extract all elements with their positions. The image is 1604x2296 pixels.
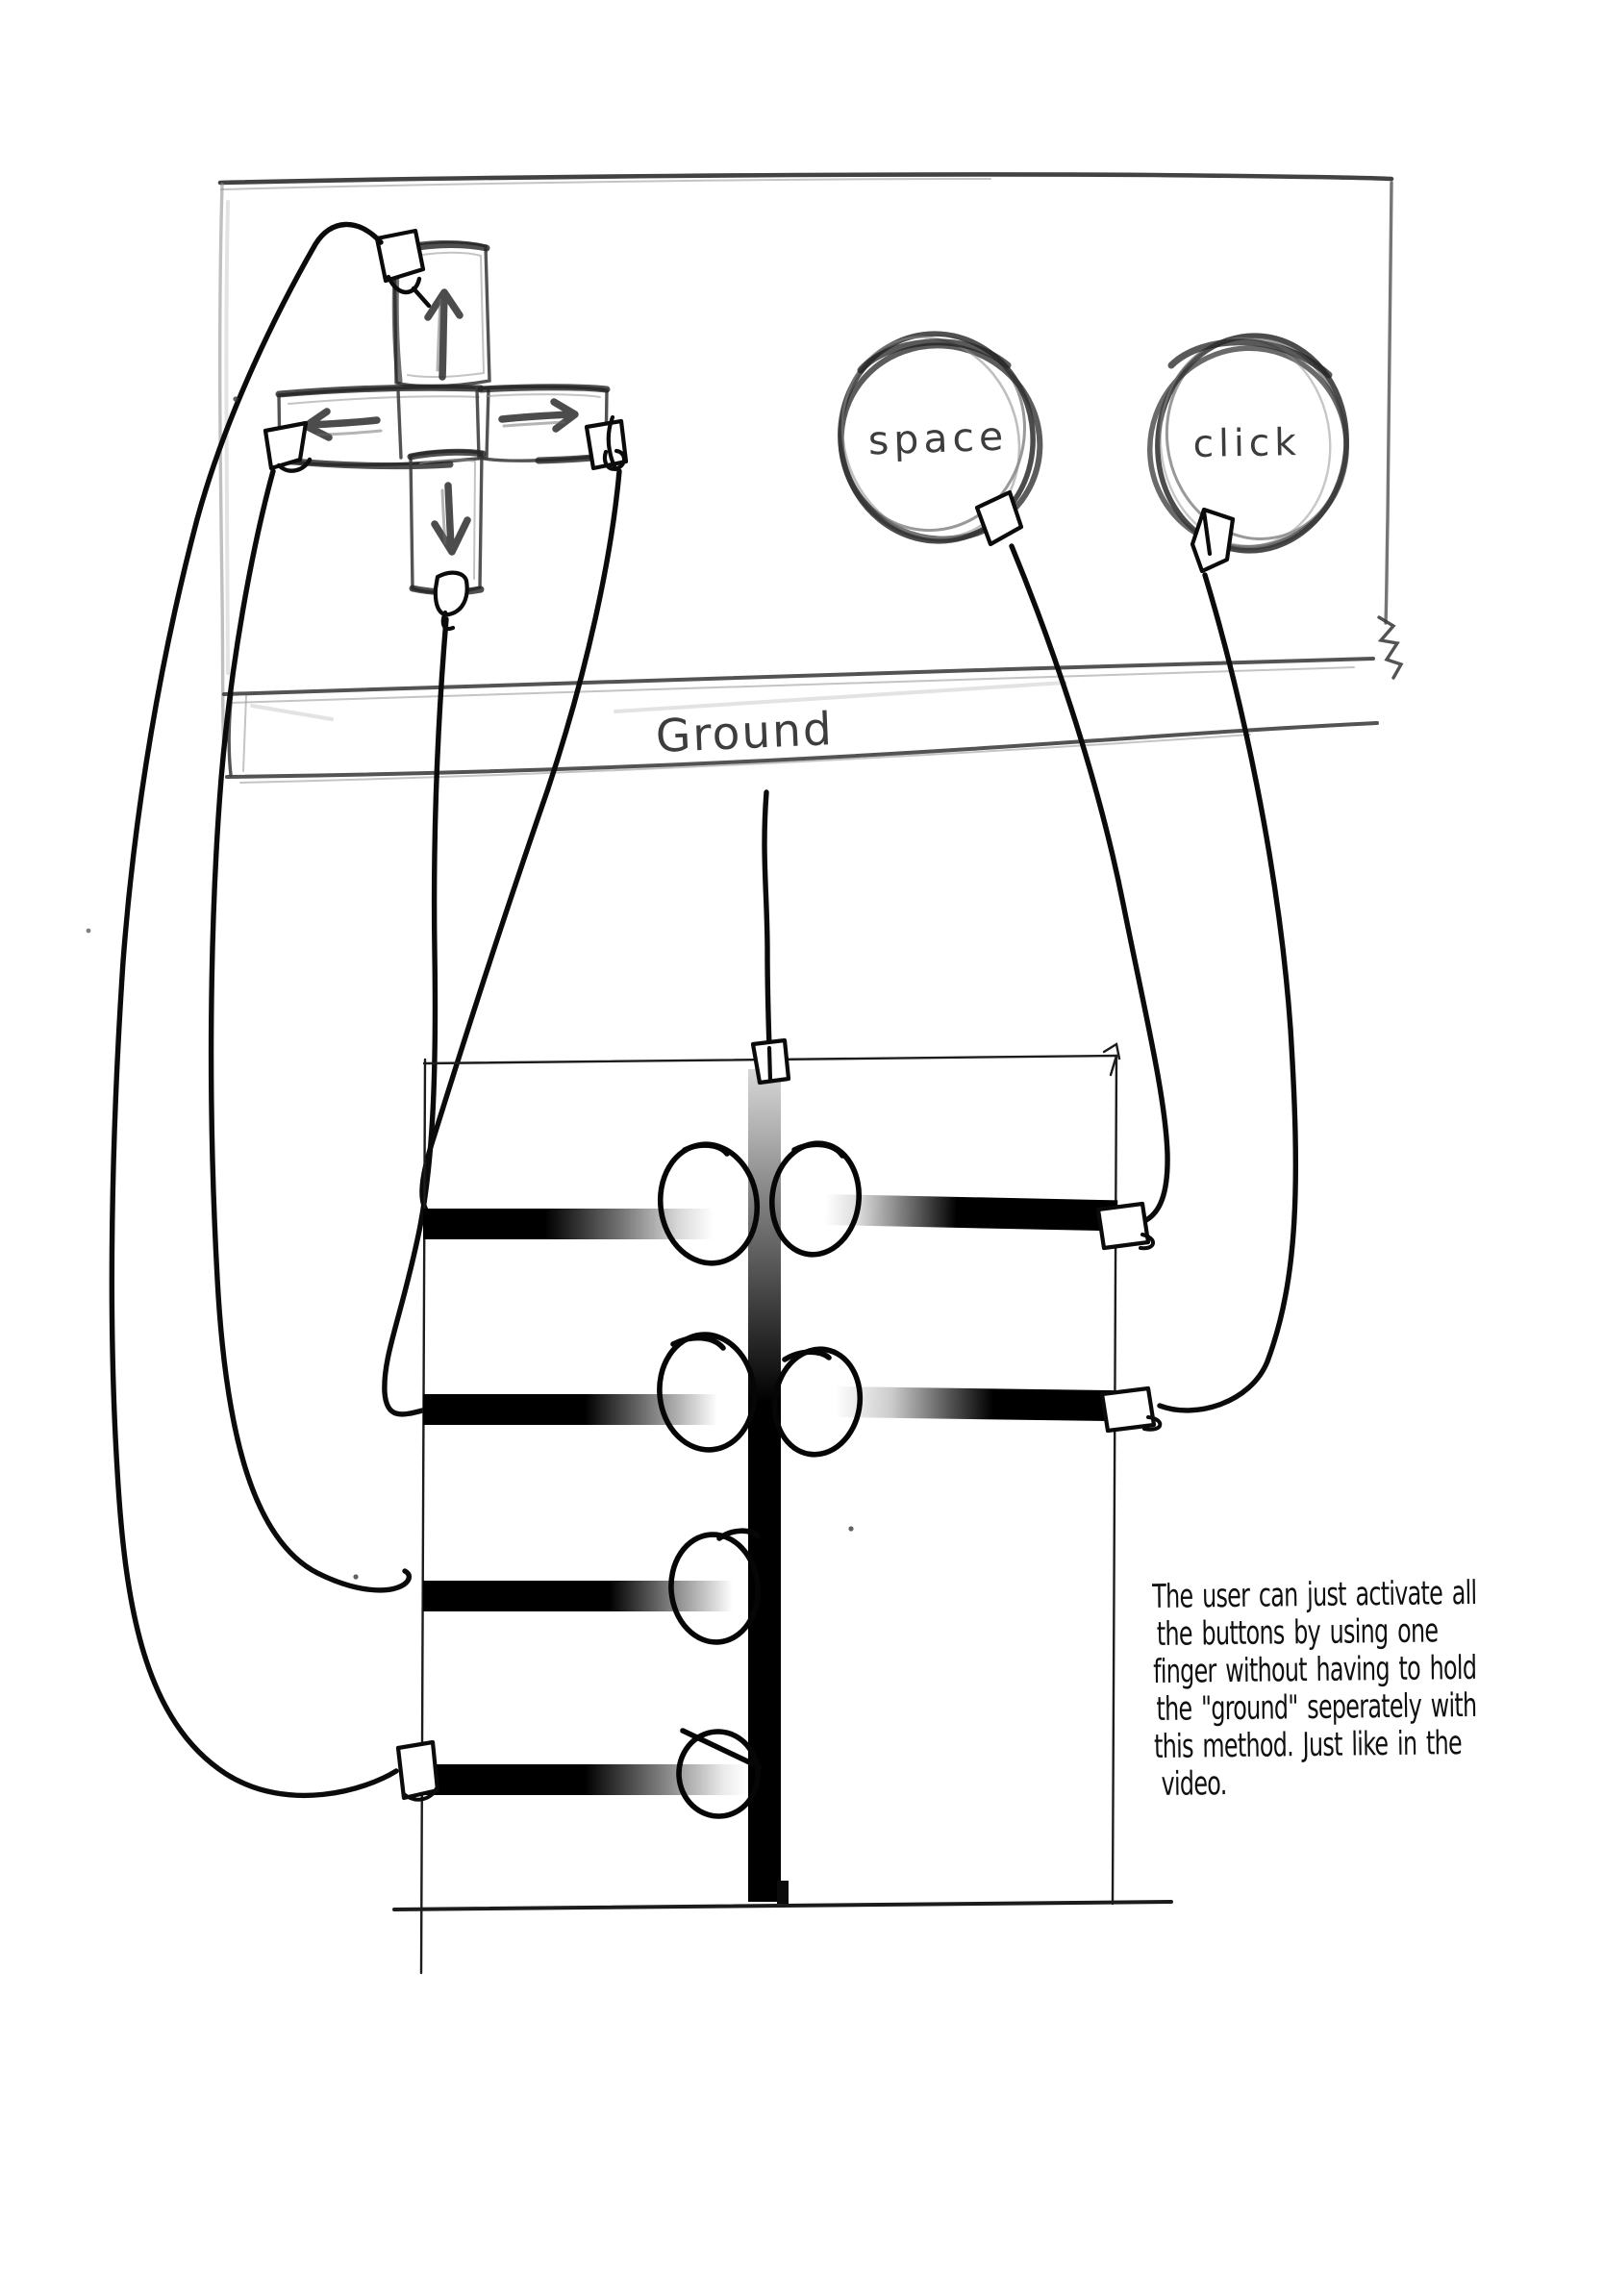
- annotation-note: The user can just activate all the butto…: [1152, 1574, 1586, 1804]
- key-outline-echo: [486, 393, 601, 398]
- contact-bar-row2-right: [834, 1386, 1118, 1422]
- ground-line-bottom-echo: [239, 734, 1251, 784]
- arrow-up-icon-echo: [436, 298, 442, 372]
- panel-border-left: [217, 183, 226, 761]
- contact-bar-row1-right: [824, 1194, 1118, 1232]
- click-circle-heavy-arc: [1167, 338, 1333, 379]
- panel-border-top: [217, 172, 1394, 186]
- arrow-right-icon: [498, 398, 579, 433]
- finger-oval-row3-tail: [716, 1528, 761, 1541]
- note-line: The user can just activate all: [1151, 1573, 1477, 1616]
- finger-oval-row2-left-tail: [670, 1335, 726, 1351]
- key-shade-top: [275, 384, 485, 398]
- pencil-dot: [86, 928, 91, 934]
- note-line: the buttons by using one: [1156, 1611, 1439, 1654]
- ground-faint-inner: [614, 681, 1067, 713]
- click-button-label: click: [1192, 421, 1301, 466]
- dpad-left-connector: [263, 420, 309, 471]
- key-outline-echo: [419, 459, 477, 580]
- ground-bus: Ground: [222, 657, 1379, 784]
- dpad-left-button: [275, 384, 490, 470]
- row2-right-connector-curl: [1142, 1415, 1163, 1432]
- note-line: finger without having to hold: [1152, 1648, 1477, 1691]
- wire-click-to-row2: [1157, 572, 1299, 1413]
- contact-bar-row3-left: [423, 1581, 733, 1611]
- arrow-right-icon-echo: [502, 420, 565, 428]
- space-button: space: [838, 331, 1043, 547]
- ground-line-bottom: [225, 721, 1379, 779]
- controller-panel: space click Ground: [217, 172, 1404, 784]
- wire-dpad-up-to-row4: [109, 221, 399, 1799]
- finger-oval-row1-left-tail: [682, 1142, 730, 1157]
- finger-oval-row2-right-tail: [782, 1349, 832, 1362]
- pencil-dot: [233, 396, 238, 402]
- click-connector: [1190, 507, 1236, 574]
- ground-line-top-echo: [230, 666, 1355, 704]
- finger-oval-row3: [668, 1532, 761, 1645]
- row1-right-connector-curl: [1139, 1233, 1155, 1251]
- key-shade-top: [407, 448, 487, 461]
- row4-left-connector: [395, 1739, 440, 1801]
- center-ground-strip: [748, 1069, 781, 1902]
- arrow-left-icon-echo: [315, 429, 383, 437]
- board-border-bottom: [392, 1900, 1173, 1911]
- ground-label: Ground: [655, 703, 835, 763]
- arrow-up-icon: [424, 288, 464, 381]
- contact-bar-row4-left: [423, 1764, 746, 1795]
- ground-left-cap-echo: [242, 695, 247, 772]
- arrow-down-icon: [431, 482, 471, 556]
- note-line: video.: [1161, 1764, 1227, 1804]
- ground-line-top: [222, 657, 1375, 696]
- row1-right-connector: [1095, 1201, 1151, 1251]
- wire-dpad-down-to-row2: [382, 616, 449, 1417]
- key-outline-echo: [405, 251, 486, 379]
- click-button: click: [1147, 333, 1349, 574]
- finger-oval-row2-left: [657, 1332, 757, 1453]
- space-circle-stroke: [840, 336, 1021, 539]
- contact-bar-row2-left: [423, 1394, 717, 1425]
- space-button-label: space: [867, 412, 1009, 463]
- board-top-connector: [750, 1037, 791, 1086]
- dpad-up-connector-curl: [386, 274, 432, 309]
- finger-oval-row1-right-tail: [791, 1141, 845, 1159]
- finger-oval-row4: [676, 1729, 761, 1819]
- space-connector: [974, 489, 1024, 547]
- ground-faint-diagonal: [250, 704, 334, 721]
- space-circle-heavy-arc: [857, 338, 1012, 374]
- space-circle-stroke: [838, 342, 1043, 542]
- note-line: the "ground" seperately with: [1156, 1685, 1477, 1729]
- key-outline-echo: [288, 395, 480, 405]
- pencil-dot: [848, 1526, 854, 1532]
- wire-space-to-row1: [1009, 543, 1170, 1224]
- panel-border-right: [1384, 181, 1393, 625]
- panel-border-right-scribble: [1377, 615, 1404, 680]
- pencil-dot: [353, 1574, 359, 1580]
- row4-left-connector-curl: [402, 1786, 439, 1802]
- finger-oval-row4-tail: [680, 1728, 763, 1770]
- key-shade-top: [477, 384, 611, 393]
- dpad: [263, 228, 629, 632]
- key-shade-bottom: [277, 457, 454, 470]
- finger-oval-row2-right: [771, 1346, 864, 1458]
- board-border-right: [1111, 1054, 1118, 1906]
- wire-dpad-left-to-row3: [208, 468, 413, 1593]
- dpad-up-connector: [374, 228, 426, 284]
- dpad-left-connector-curl: [276, 457, 313, 473]
- dpad-down-button: [407, 448, 487, 596]
- panel-border-left-echo: [224, 200, 230, 675]
- ground-wire: [762, 789, 772, 1051]
- touch-strip-board: [392, 1037, 1173, 1975]
- dpad-down-connector: [433, 570, 469, 617]
- dpad-right-connector-scribble: [602, 414, 627, 472]
- finger-marks: [657, 1140, 864, 1819]
- note-line: this method. Just like in the: [1153, 1724, 1463, 1766]
- panel-border-top-echo: [220, 178, 991, 190]
- row2-right-connector: [1099, 1385, 1157, 1434]
- finger-oval-row1-left: [657, 1141, 761, 1266]
- arrow-down-icon-echo: [440, 488, 447, 545]
- key-divider: [396, 388, 403, 460]
- center-ground-strip-nub: [777, 1881, 789, 1904]
- dpad-right-button: [475, 384, 612, 464]
